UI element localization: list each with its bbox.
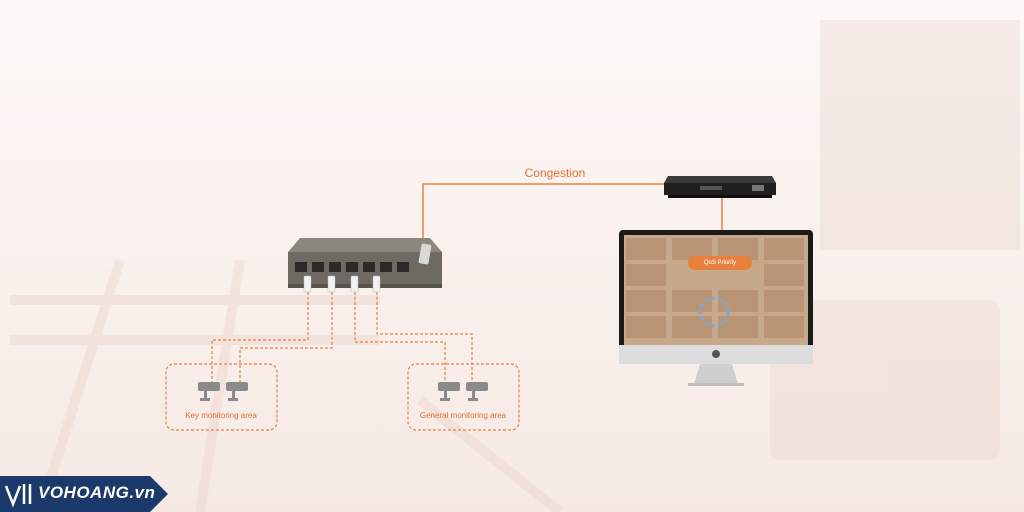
camera-cables: [211, 292, 473, 382]
key-monitoring-area-label: Key monitoring area: [185, 411, 257, 420]
nvr-recorder: [664, 176, 776, 198]
general-monitoring-area-label: General monitoring area: [419, 411, 507, 420]
monitor: [619, 230, 813, 386]
brand-badge: [0, 476, 168, 512]
brand-name[interactable]: VOHOANG.vn: [38, 483, 156, 502]
brand-logo-icon: [4, 484, 32, 508]
key-monitoring-area-box: [165, 363, 278, 431]
congestion-label: Congestion: [524, 166, 586, 180]
cctv-cameras-general: [438, 382, 488, 401]
poe-switch: [288, 238, 442, 293]
qos-priority-label: QoS Priority: [703, 260, 737, 266]
apple-logo-icon: [712, 350, 720, 358]
cctv-cameras-key: [198, 382, 248, 401]
uplink-line: [422, 183, 666, 247]
general-monitoring-area-box: [407, 363, 520, 431]
